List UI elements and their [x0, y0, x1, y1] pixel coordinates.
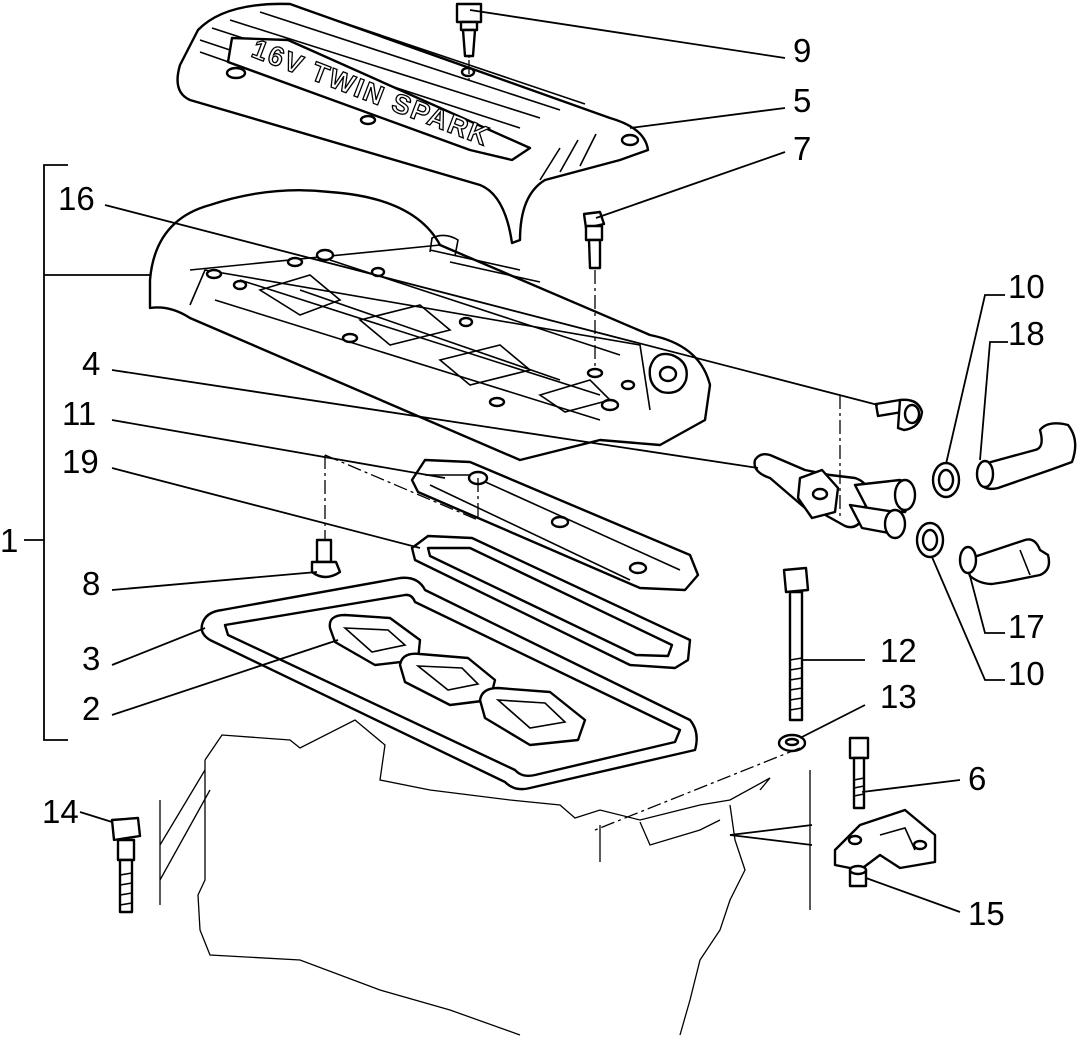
callout-7: 7: [793, 130, 811, 167]
spark-plug-seals: [328, 613, 587, 747]
bolt-14: [110, 816, 142, 914]
bolt-9: [455, 2, 483, 58]
callout-3: 3: [82, 640, 100, 677]
callout-14: 14: [42, 793, 79, 830]
callout-12: 12: [880, 632, 917, 669]
breather-gasket: [410, 534, 692, 670]
callout-19: 19: [62, 443, 99, 480]
callout-8: 8: [82, 565, 100, 602]
engine-block: [159, 719, 811, 1036]
hose-clamp-lower: [915, 521, 945, 559]
bolt-6: [848, 736, 870, 810]
callout-1: 1: [0, 522, 18, 559]
breather-hose-17: [958, 538, 1051, 586]
callout-17: 17: [1008, 608, 1045, 645]
bolt-16: [874, 398, 924, 432]
callout-2: 2: [82, 690, 100, 727]
callout-5: 5: [793, 82, 811, 119]
callout-18: 18: [1008, 315, 1045, 352]
callout-6: 6: [968, 760, 986, 797]
callout-13: 13: [880, 678, 917, 715]
callout-16: 16: [58, 180, 95, 217]
valve-cover: [148, 188, 712, 462]
breather-plate: [410, 458, 700, 592]
callout-10-upper: 10: [1008, 268, 1045, 305]
breather-union: [753, 452, 917, 540]
stud-8: [310, 538, 342, 579]
callout-4: 4: [82, 345, 100, 382]
sleeve-15: [848, 864, 868, 888]
breather-hose-18: [975, 422, 1077, 491]
washer-13: [777, 733, 807, 753]
bolt-12: [782, 566, 810, 722]
bracket-6: [833, 808, 937, 872]
callout-11: 11: [62, 395, 96, 432]
hose-clamp-upper: [931, 461, 961, 499]
callout-10-lower: 10: [1008, 655, 1045, 692]
callout-15: 15: [968, 895, 1005, 932]
callout-9: 9: [793, 32, 811, 69]
bolt-7: [582, 210, 606, 270]
